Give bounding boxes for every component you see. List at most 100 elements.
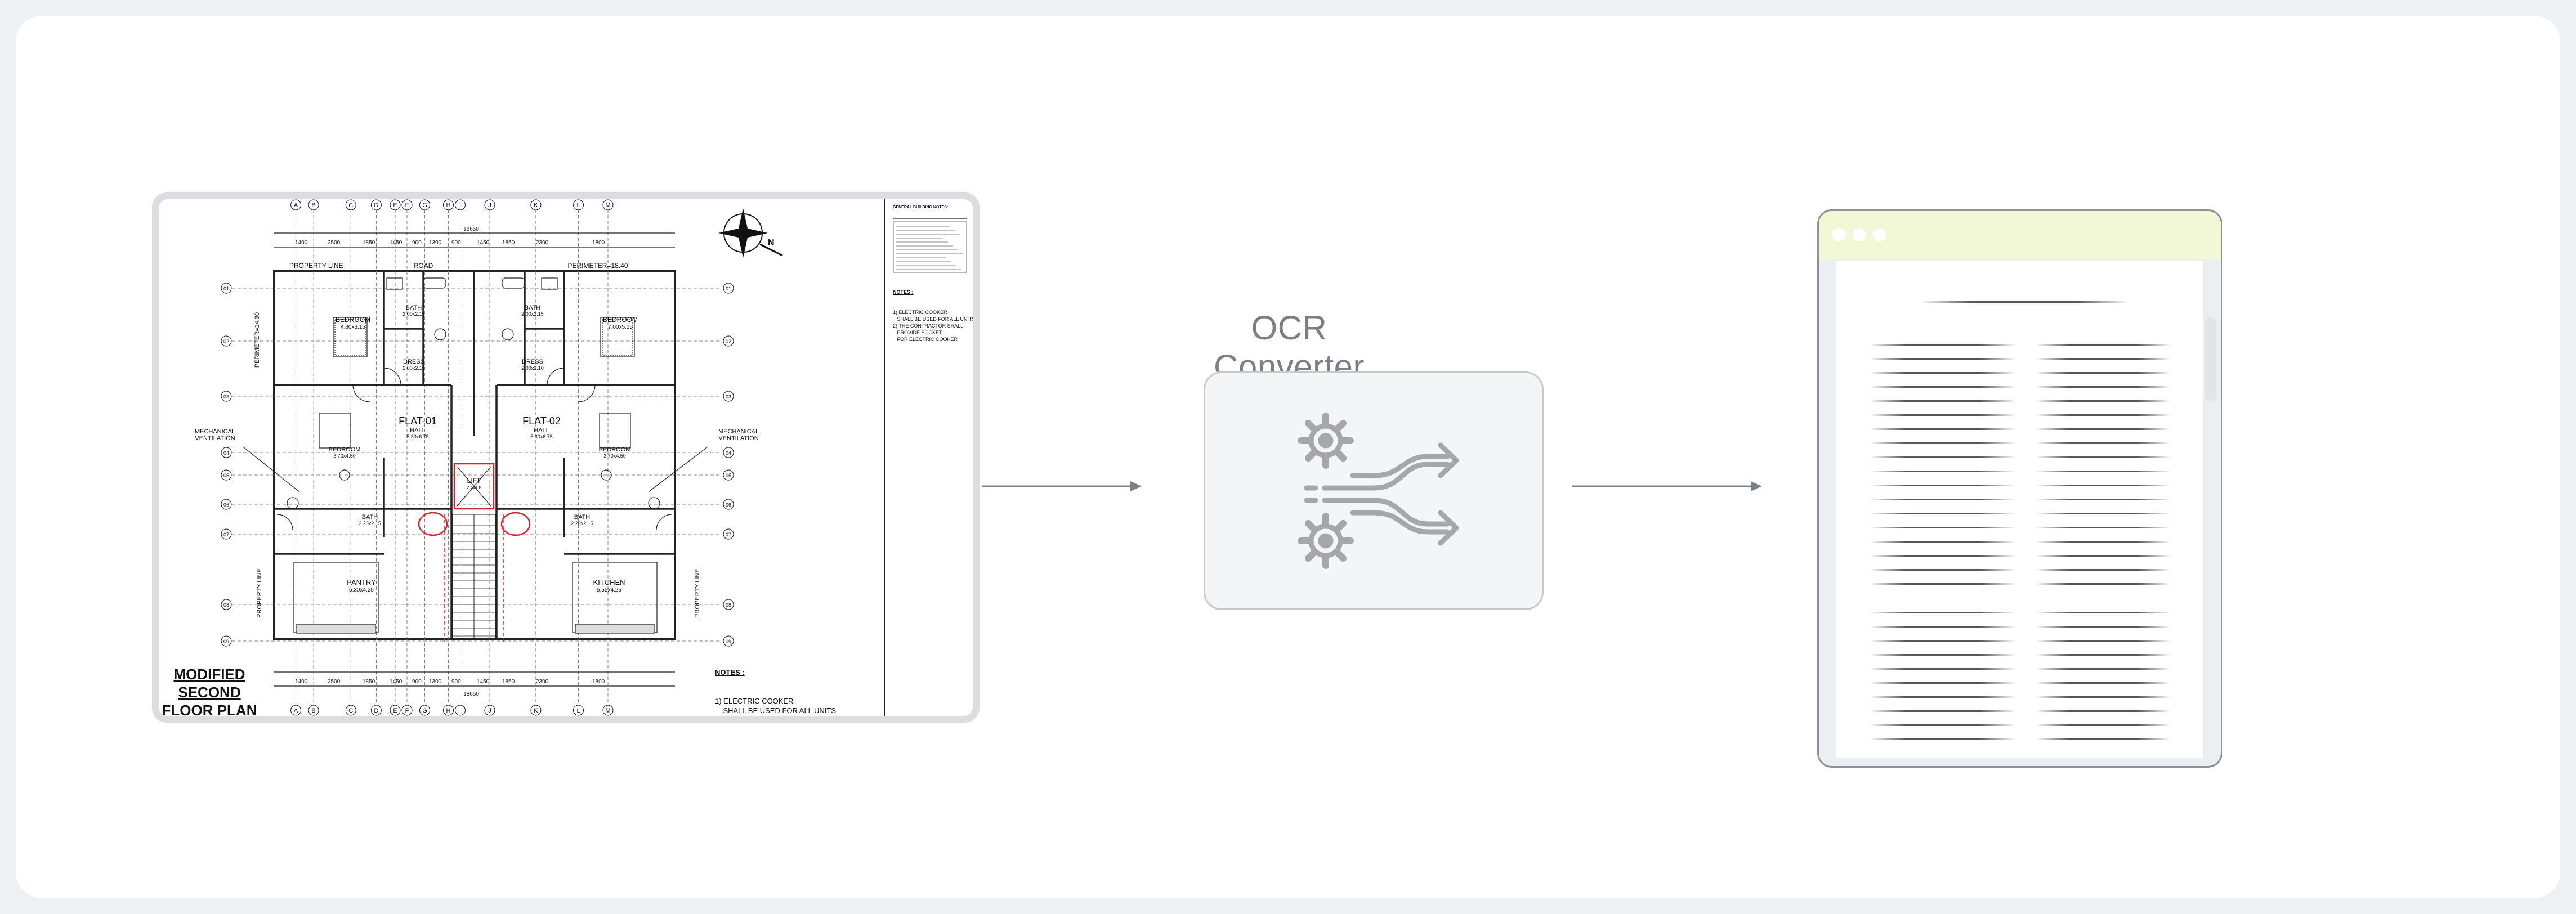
grid-column-label: D (374, 707, 378, 714)
dimension-label: 2300 (536, 679, 549, 685)
document-text-line (2036, 738, 2171, 740)
room-label-bedroom-mr: BEDROOM (599, 446, 631, 453)
document-window-icon (1817, 209, 2222, 768)
dimension-label: 1400 (295, 240, 308, 246)
grid-row-label: 03 (726, 394, 731, 400)
document-text-line (2036, 499, 2171, 500)
arrow-to-converter (982, 481, 1142, 491)
room-label-road: ROAD (414, 262, 433, 270)
dimension-label: 1400 (295, 679, 308, 685)
dimension-total: 18650 (463, 226, 479, 232)
document-text-line (1870, 555, 2016, 557)
room-label-kitchen: KITCHEN (593, 578, 625, 586)
floor-plan-title: MODIFIED SECOND FLOOR PLAN (159, 665, 260, 716)
red-circle-left (418, 512, 448, 536)
room-label-mech-vent-right-2: VENTILATION (718, 435, 758, 442)
document-text-line (1870, 372, 2016, 374)
document-text-line (2036, 358, 2171, 360)
grid-column-label: L (576, 202, 580, 209)
room-label-bedroom-tr: BEDROOM (603, 316, 638, 324)
document-text-line (1870, 724, 2016, 726)
grid-column-label: L (576, 707, 580, 714)
window-dot-1 (1832, 228, 1846, 241)
side-notes-title: NOTES : (893, 289, 914, 295)
grid-column-label: G (422, 707, 427, 714)
side-notes: NOTES : 1) ELECTRIC COOKER SHALL BE USED… (893, 275, 973, 356)
grid-column-label: C (348, 707, 353, 714)
room-label-flat-01: FLAT-01 (399, 415, 437, 427)
grid-column-label: F (405, 202, 409, 209)
document-text-line (1870, 499, 2016, 500)
dimension-label: 2300 (536, 240, 549, 246)
room-label-lift: LIFT (467, 477, 481, 485)
document-text-line (1870, 456, 2016, 458)
grid-column-label: A (294, 707, 298, 714)
grid-column-label: M (605, 202, 610, 209)
document-text-line (1870, 640, 2016, 642)
room-label-bath-2: BATH (525, 304, 541, 311)
note-line: PROVIDE SOCKET (893, 330, 942, 335)
document-text-line (2036, 414, 2171, 416)
document-text-line (2036, 428, 2171, 430)
gears-with-branching-arrows-icon (1298, 413, 1459, 569)
grid-column-label: I (459, 202, 461, 209)
grid-row-label: 04 (726, 450, 731, 456)
floor-plan-title-line2: FLOOR PLAN (162, 702, 257, 716)
room-label-dress-1: DRESS (403, 359, 424, 365)
document-text-line (1870, 442, 2016, 444)
grid-column-label: E (393, 202, 397, 209)
room-label-property-line: PROPERTY LINE (289, 262, 343, 270)
document-scrollbar[interactable] (2205, 317, 2216, 401)
room-label-dress-2: DRESS (522, 359, 543, 365)
grid-column-label: I (459, 707, 461, 714)
grid-row-label: 04 (223, 450, 229, 456)
document-text-line (1870, 414, 2016, 416)
grid-column-label: J (488, 707, 491, 714)
room-label-kitchen-size: 5.55x4.25 (597, 587, 621, 593)
room-label-bedroom-ml: BEDROOM (329, 446, 361, 453)
grid-column-label: F (405, 707, 409, 714)
document-text-line (1870, 527, 2016, 528)
document-text-line (2036, 471, 2171, 472)
grid-column-label: A (294, 202, 298, 209)
dimension-label: 1450 (390, 679, 402, 685)
dimension-label: 2500 (328, 679, 341, 685)
document-text-line (1870, 513, 2016, 514)
dimension-label: 1800 (592, 240, 605, 246)
north-arrow-icon: N (718, 208, 783, 258)
grid-row-label: 07 (223, 532, 229, 537)
room-label-mech-vent-right-1: MECHANICAL (718, 428, 759, 435)
document-text-line (2036, 569, 2171, 571)
document-text-line (2036, 626, 2171, 628)
room-label-dress-1-size: 2.00x2.10 (402, 365, 425, 371)
room-label-hall-02-size: 5.30x6.75 (530, 434, 553, 440)
document-text-line (2036, 386, 2171, 388)
document-text-line (1870, 541, 2016, 543)
grid-column-label: D (374, 202, 378, 209)
document-text-line (1870, 358, 2016, 360)
dimension-label: 1850 (363, 679, 375, 685)
document-text-line (1870, 696, 2016, 698)
room-label-bath-3-size: 2.20x2.15 (359, 521, 381, 526)
grid-row-label: 09 (223, 639, 229, 644)
room-label-mech-vent-left-2: VENTILATION (195, 435, 235, 442)
document-text-line (2036, 612, 2171, 613)
document-text-line (2036, 710, 2171, 712)
room-label-bedroom-mr-size: 3.70x4.50 (603, 453, 626, 459)
dimension-label: 1450 (477, 679, 490, 685)
document-text-line (1870, 485, 2016, 486)
room-label-mech-vent-left-1: MECHANICAL (195, 428, 235, 435)
document-text-line (1870, 626, 2016, 628)
document-text-line (1870, 682, 2016, 684)
room-label-bath-2-size: 2.00x2.15 (521, 311, 544, 317)
dimension-label: 900 (451, 240, 461, 246)
document-text-line (2036, 724, 2171, 726)
grid-row-label: 02 (726, 339, 731, 344)
dimension-total: 18650 (463, 691, 479, 697)
dimension-label: 1850 (502, 679, 515, 685)
note-line: SHALL BE USED FOR ALL UNITS (715, 706, 837, 715)
room-label-property-line-right: PROPERTY LINE (694, 568, 701, 618)
grid-column-label: G (422, 202, 427, 209)
note-line: SHALL BE USED FOR ALL UNITS (893, 316, 973, 322)
